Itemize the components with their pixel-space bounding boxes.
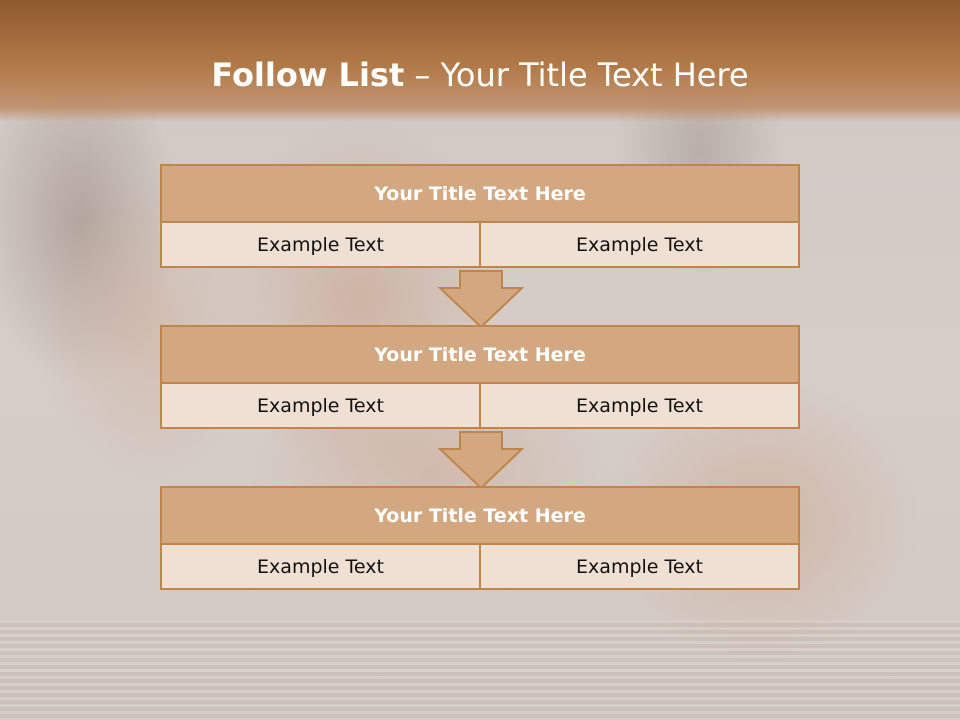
step-box-2: Your Title Text Here Example Text Exampl… [160,325,800,429]
step-right-text: Example Text [481,545,798,588]
step-left-text: Example Text [162,223,481,266]
step-box-1: Your Title Text Here Example Text Exampl… [160,164,800,268]
step-box-3: Your Title Text Here Example Text Exampl… [160,486,800,590]
step-left-text: Example Text [162,545,481,588]
step-left-text: Example Text [162,384,481,427]
down-arrow-icon [438,270,524,328]
step-title: Your Title Text Here [162,327,798,384]
slide-title-rest: – Your Title Text Here [404,56,749,94]
step-title: Your Title Text Here [162,166,798,223]
step-right-text: Example Text [481,223,798,266]
step-title: Your Title Text Here [162,488,798,545]
title-banner: Follow List – Your Title Text Here [0,0,960,122]
water-reflection [0,620,960,720]
slide-title-bold: Follow List [211,56,405,94]
step-right-text: Example Text [481,384,798,427]
down-arrow-icon [438,431,524,489]
slide-title: Follow List – Your Title Text Here [0,55,960,95]
